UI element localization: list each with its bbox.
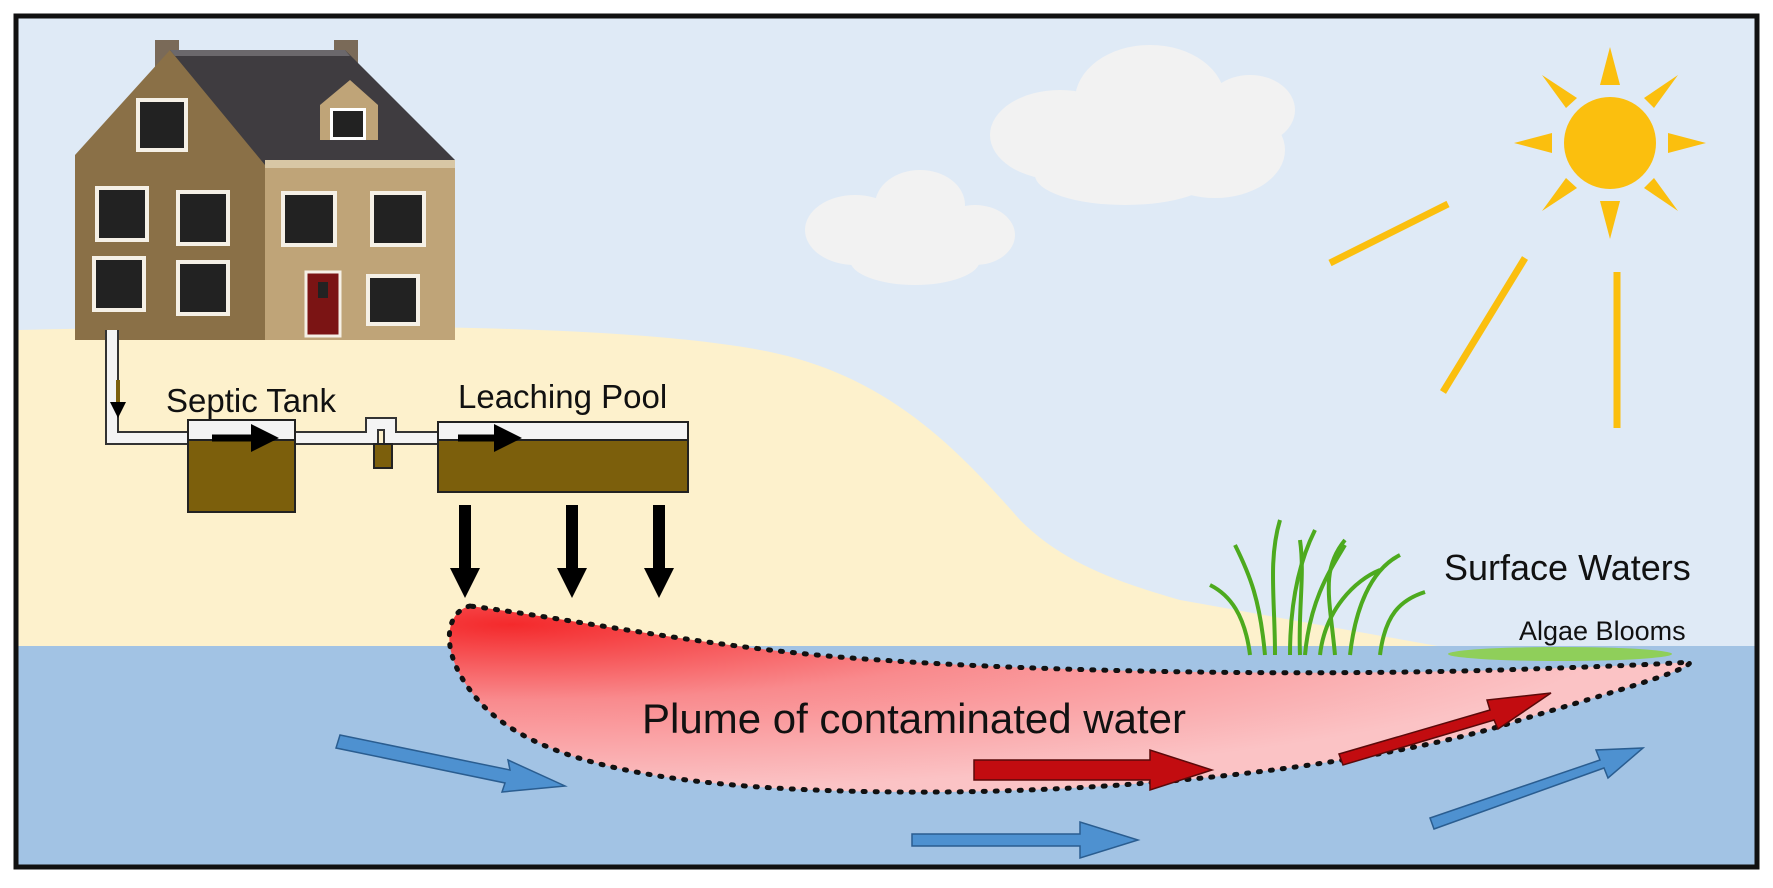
sun-rays: [1328, 200, 1621, 428]
surface-waters-label: Surface Waters: [1444, 547, 1691, 588]
sun-icon: [1514, 47, 1706, 239]
flow-arrow-icon: [335, 734, 1646, 860]
leaching-pool-icon: [437, 421, 689, 493]
sewer-pipe: [105, 330, 440, 469]
cloud-icon: [805, 170, 1015, 285]
seepage-arrows: [450, 505, 674, 598]
algae-blooms-label: Algae Blooms: [1519, 616, 1686, 646]
septic-tank-label: Septic Tank: [166, 382, 336, 419]
plume-label: Plume of contaminated water: [642, 695, 1186, 742]
leaching-pool-label: Leaching Pool: [458, 378, 667, 415]
grass-icon: [1209, 519, 1426, 656]
sand-ground: [18, 326, 1460, 650]
algae-bloom: [1448, 647, 1672, 661]
diagram-frame: [13, 13, 1760, 870]
house-icon: [75, 40, 455, 340]
septic-tank-icon: [187, 419, 296, 513]
flow-arrow-icon: [973, 692, 1552, 792]
cloud-icon: [990, 45, 1295, 205]
